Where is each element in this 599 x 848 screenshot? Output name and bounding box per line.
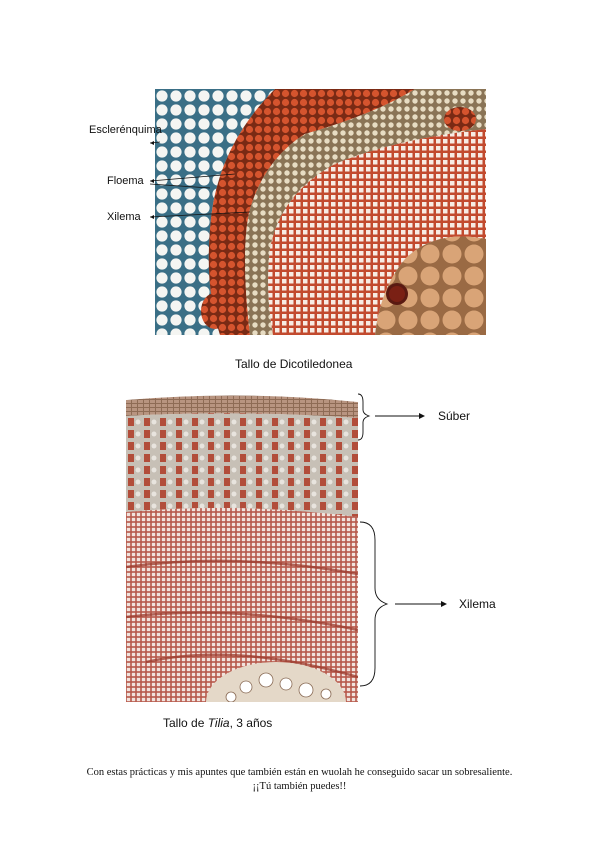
figure2-caption-suffix: , 3 años — [229, 716, 273, 730]
footer-line-1: Con estas prácticas y mis apuntes que ta… — [86, 767, 513, 778]
figure1-leader-lines — [149, 141, 251, 219]
label-xilema-2: Xilema — [459, 597, 496, 611]
tilia-stem-micrograph — [126, 392, 358, 702]
dicot-stem-micrograph — [155, 89, 486, 335]
label-esclerenquima: Esclerénquima — [89, 124, 162, 136]
figure1-caption: Tallo de Dicotiledonea — [235, 357, 353, 371]
figure2-caption-genus: Tilia — [207, 716, 230, 730]
label-floema: Floema — [107, 175, 144, 187]
figure2-brackets-and-arrows — [357, 393, 447, 687]
label-xilema-1: Xilema — [107, 211, 141, 223]
label-suber: Súber — [438, 409, 471, 423]
figure2-caption: Tallo de Tilia, 3 años — [163, 716, 272, 730]
figure2-caption-prefix: Tallo de — [163, 716, 208, 730]
footer-line-2: ¡¡Tú también puedes!! — [252, 781, 347, 792]
